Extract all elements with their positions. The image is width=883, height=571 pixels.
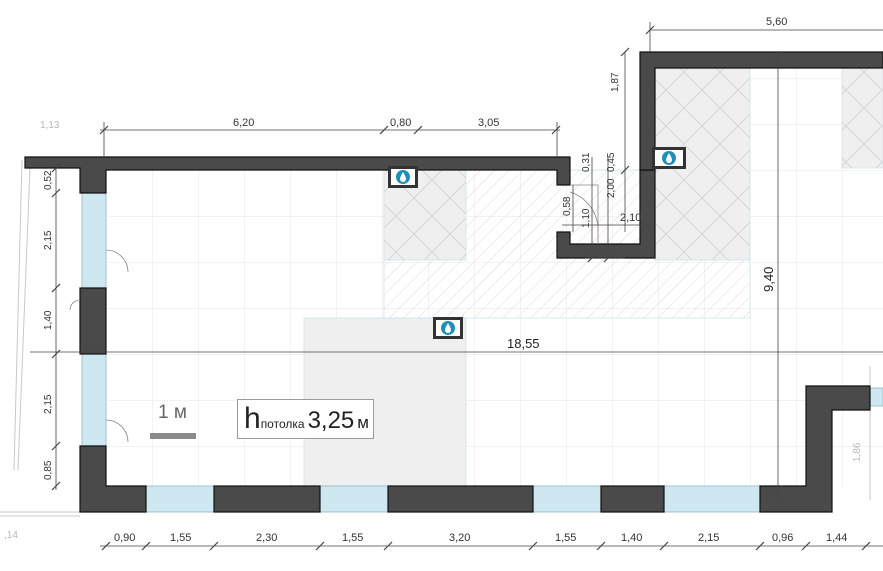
dim-bottom-5: 3,20 [449, 532, 470, 544]
window-bottom-3 [532, 485, 602, 513]
dim-niche-height: 1,87 [610, 72, 621, 92]
tile-zone-4-pattern [841, 67, 883, 169]
ceiling-sub: потолка [260, 417, 305, 431]
dim-right-height: 9,40 [761, 267, 776, 292]
dim-top-segment-3: 3,05 [478, 117, 499, 129]
door-swings [69, 184, 599, 443]
dim-left-4: 2,15 [43, 394, 54, 414]
dim-bottom-8: 2,15 [698, 532, 719, 544]
dim-bottom-2: 1,55 [170, 532, 191, 544]
water-drop-icon [433, 317, 463, 339]
dim-bottom-left-faint: ,14 [4, 530, 18, 541]
ceiling-h: h [244, 402, 261, 435]
dim-bottom-3: 2,30 [256, 532, 277, 544]
dim-top-segment-1: 6,20 [233, 117, 254, 129]
dim-corridor-045: 0,45 [606, 152, 617, 172]
window-left-1 [81, 192, 107, 289]
dim-top-right-width: 5,60 [766, 16, 787, 28]
dim-total-length: 18,55 [507, 336, 540, 351]
water-drop-icon [652, 147, 686, 169]
window-bottom-1 [145, 485, 215, 513]
dim-corridor-031: 0,31 [581, 152, 592, 172]
dim-left-3: 1,40 [43, 310, 54, 330]
dim-top-segment-2: 0,80 [390, 117, 411, 129]
dim-bottom-1: 0,90 [114, 532, 135, 544]
dim-bottom-10: 1,44 [826, 532, 847, 544]
scale-label: 1 м [158, 402, 187, 423]
water-drop-icon [388, 166, 418, 188]
dim-left-1: 0,52 [43, 170, 54, 190]
dim-bottom-9: 0,96 [772, 532, 793, 544]
dim-corridor-110: 1,10 [581, 208, 592, 228]
dim-left-5: 0,85 [43, 460, 54, 480]
window-bottom-4 [663, 485, 761, 513]
dim-corridor-058: 0,58 [562, 196, 573, 216]
walls [24, 51, 883, 513]
dim-bottom-6: 1,55 [555, 532, 576, 544]
dim-bottom-7: 1,40 [621, 532, 642, 544]
dimension-lines [30, 22, 883, 551]
dim-corridor-210: 2,10 [620, 212, 641, 224]
scale-bar [150, 433, 196, 439]
window-bottom-2 [319, 485, 389, 513]
dim-bottom-4: 1,55 [342, 532, 363, 544]
ceiling-value: 3,25 [307, 407, 355, 434]
window-left-2 [81, 353, 107, 447]
dim-right-faint: 1,86 [852, 442, 863, 462]
dim-left-2: 2,15 [43, 230, 54, 250]
dim-corridor-200: 2,00 [606, 178, 617, 198]
dim-top-left-faint: 1,13 [40, 120, 60, 131]
ceiling-unit: м [357, 413, 369, 432]
